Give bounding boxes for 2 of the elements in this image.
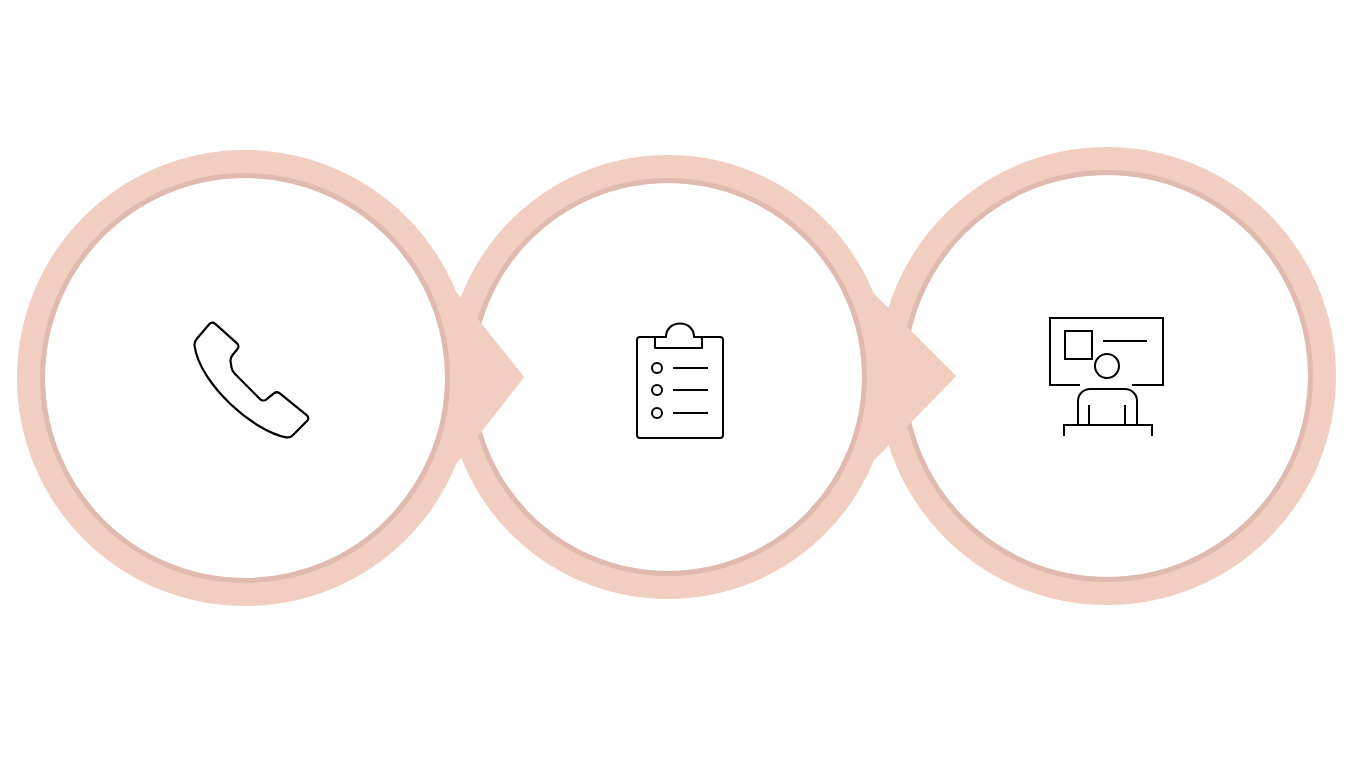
arrow	[873, 293, 957, 461]
arrow	[456, 292, 525, 464]
